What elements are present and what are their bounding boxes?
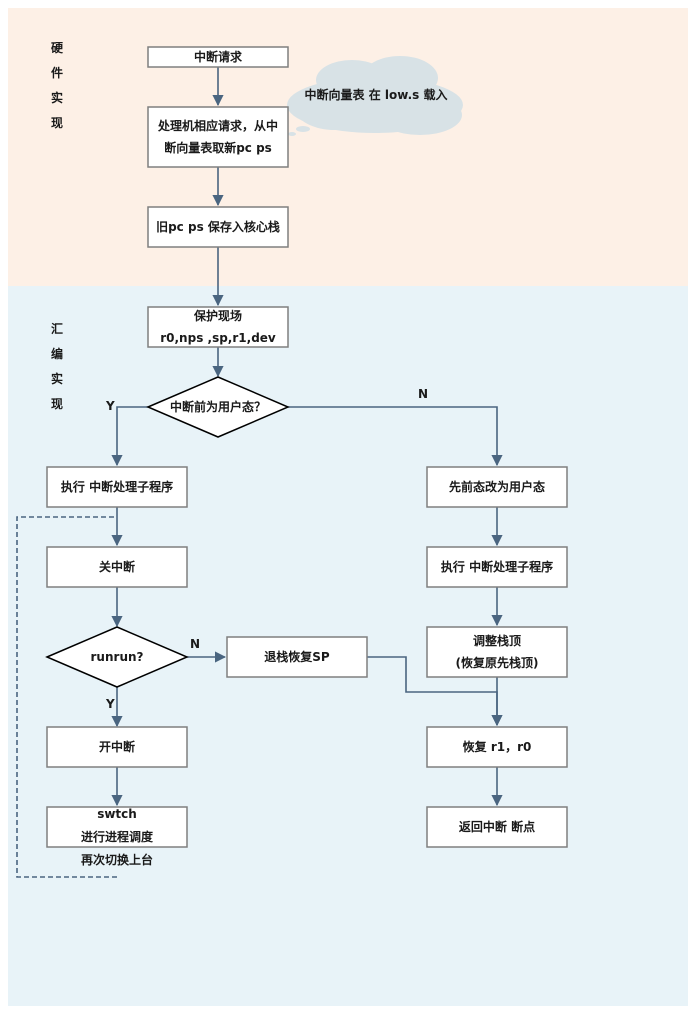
node-text: (恢复原先栈顶) — [456, 655, 539, 670]
node-text: r0,nps ,sp,r1,dev — [160, 331, 276, 345]
node-text: 中断前为用户态？ — [170, 399, 266, 414]
node-pop-stack-sp: 退栈恢复SP — [226, 636, 368, 678]
node-box — [147, 306, 289, 348]
node-box — [426, 546, 568, 588]
node-enable-interrupt: 开中断 — [46, 726, 188, 768]
hardware-label-char: 件 — [51, 65, 63, 80]
hardware-label-char: 实 — [51, 90, 63, 105]
node-diamond — [45, 626, 189, 688]
label-no-runrun: N — [190, 637, 200, 651]
hardware-label-char: 现 — [51, 116, 63, 130]
node-runrun: runrun? — [45, 626, 189, 688]
node-text: 执行 中断处理子程序 — [441, 559, 553, 574]
label-yes-user-mode: Y — [105, 399, 115, 413]
node-box — [46, 726, 188, 768]
edge-decision-no — [288, 406, 503, 467]
node-text: 处理机相应请求，从中 — [157, 118, 278, 133]
edge-decision-yes — [111, 406, 148, 467]
node-box — [426, 626, 568, 678]
node-run-handler-right: 执行 中断处理子程序 — [426, 546, 568, 588]
node-text: 关中断 — [99, 559, 135, 574]
node-save-context: 保护现场 r0,nps ,sp,r1,dev — [147, 306, 289, 348]
node-return-breakpoint: 返回中断 断点 — [426, 806, 568, 848]
node-set-user-mode: 先前态改为用户态 — [426, 466, 568, 508]
assembly-label-char: 编 — [50, 346, 63, 361]
edge-popsp-to-restore — [367, 656, 503, 727]
edge-swtch-loop — [16, 516, 117, 878]
node-box — [147, 106, 289, 168]
node-text: 执行 中断处理子程序 — [61, 479, 173, 494]
node-was-user-mode: 中断前为用户态？ — [146, 376, 290, 438]
node-box — [147, 46, 289, 68]
node-text: 返回中断 断点 — [459, 819, 535, 834]
cloud-note-text: 中断向量表 在 low.s 载入 — [305, 87, 448, 102]
node-box — [426, 726, 568, 768]
node-box — [426, 806, 568, 848]
node-box — [46, 806, 188, 848]
node-text: 再次切换上台 — [81, 852, 153, 867]
node-disable-interrupt: 关中断 — [46, 546, 188, 588]
node-interrupt-request: 中断请求 — [147, 46, 289, 68]
node-box — [426, 466, 568, 508]
node-text: 进行进程调度 — [81, 829, 154, 844]
node-text: runrun? — [91, 650, 144, 664]
node-text: 断向量表取新pc ps — [164, 140, 272, 155]
node-diamond — [146, 376, 290, 438]
cloud-note: 中断向量表 在 low.s 载入 — [287, 56, 463, 136]
node-text: 开中断 — [99, 739, 135, 754]
node-adjust-stack-top: 调整栈顶 (恢复原先栈顶) — [426, 626, 568, 678]
edges — [16, 67, 503, 878]
node-text: 先前态改为用户态 — [449, 479, 545, 494]
node-text: 旧pc ps 保存入核心栈 — [156, 219, 280, 234]
node-save-old: 旧pc ps 保存入核心栈 — [147, 206, 289, 248]
label-no-user-mode: N — [418, 387, 428, 401]
node-text: 退栈恢复SP — [264, 649, 330, 664]
assembly-label-char: 实 — [51, 371, 63, 386]
assembly-label-char: 现 — [51, 397, 63, 411]
node-box — [147, 206, 289, 248]
label-yes-runrun: Y — [105, 697, 115, 711]
node-box — [46, 546, 188, 588]
node-text: 保护现场 — [193, 308, 242, 323]
node-box — [226, 636, 368, 678]
node-text: swtch — [97, 807, 137, 821]
node-text: 调整栈顶 — [473, 633, 521, 648]
node-text: 中断请求 — [194, 49, 243, 64]
node-restore-r1-r0: 恢复 r1，r0 — [426, 726, 568, 768]
node-run-handler-left: 执行 中断处理子程序 — [46, 466, 188, 508]
node-text: 恢复 r1，r0 — [463, 739, 532, 754]
node-box — [46, 466, 188, 508]
hardware-label-char: 硬 — [51, 41, 64, 55]
assembly-label-char: 汇 — [51, 322, 63, 336]
hardware-section — [8, 8, 688, 286]
